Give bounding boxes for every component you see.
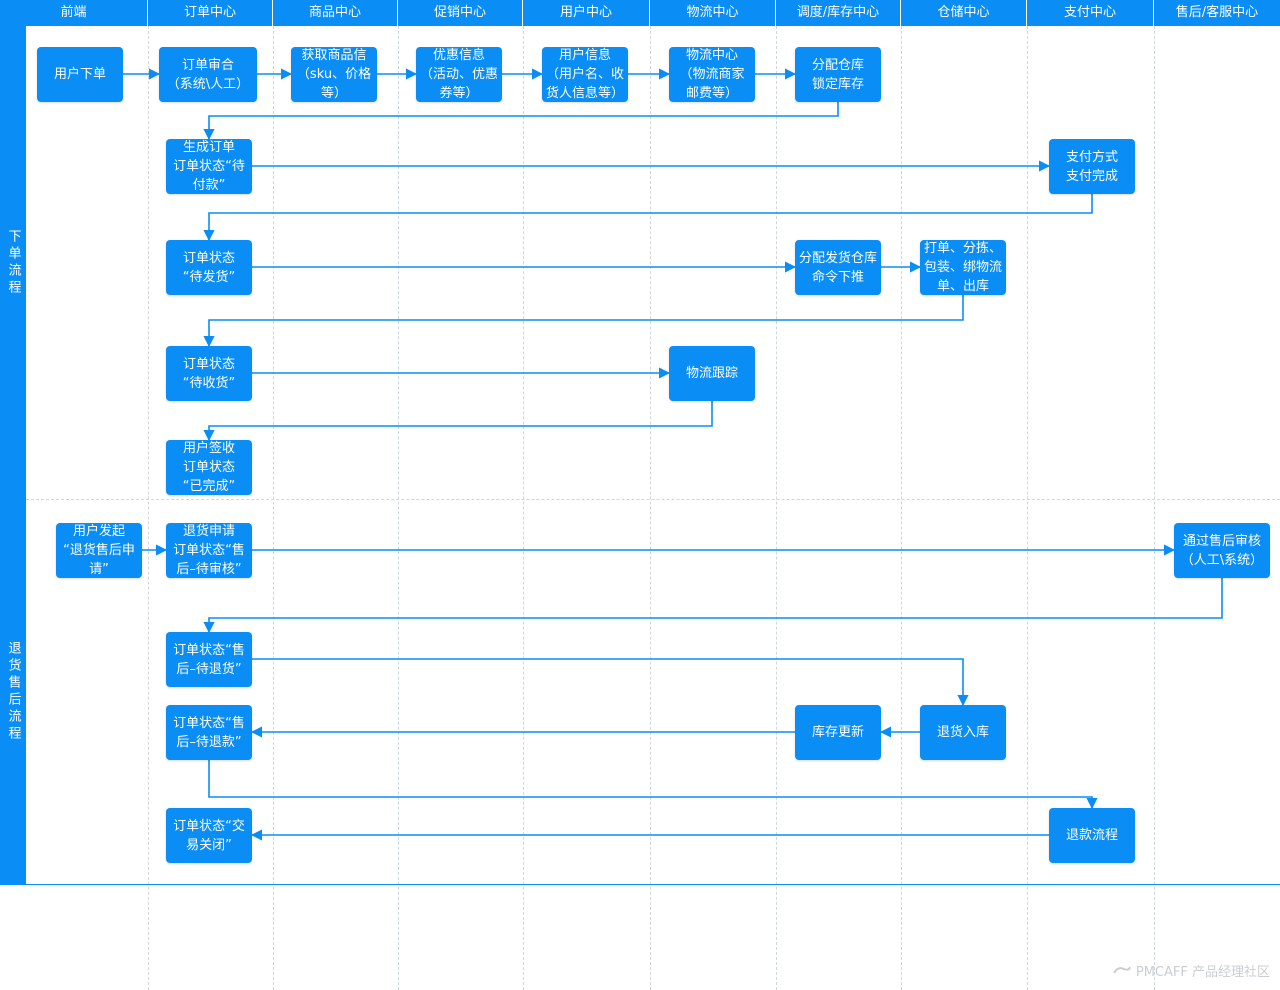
lane-header-logistics: 物流中心: [650, 0, 776, 26]
lane-header-frontend: 前端: [0, 0, 148, 26]
stage-separator: [26, 499, 1280, 500]
lane-divider: [1154, 26, 1155, 990]
watermark: PMCAFF 产品经理社区: [1112, 961, 1270, 980]
node-pick-pack-ship: 打单、分拣、 包装、绑物流 单、出库: [920, 240, 1006, 295]
node-create-order: 生成订单 订单状态“待 付款”: [166, 139, 252, 194]
node-order-completed: 用户签收 订单状态 “已完成”: [166, 440, 252, 495]
watermark-logo-icon: [1113, 966, 1131, 974]
stage-label-return-flow: 退货售后流程: [0, 499, 26, 885]
node-pending-refund: 订单状态“售 后–待退款”: [166, 705, 252, 760]
lane-header-product: 商品中心: [273, 0, 398, 26]
flow-arrow: [252, 658, 969, 707]
stage-bottom-border: [26, 884, 1280, 885]
lane-divider: [523, 26, 524, 990]
lane-header-promo: 促销中心: [398, 0, 523, 26]
flow-arrow: [203, 295, 964, 348]
node-allocate-warehouse: 分配仓库 锁定库存: [795, 47, 881, 102]
node-transaction-closed: 订单状态“交 易关闭”: [166, 808, 252, 863]
node-inventory-update: 库存更新: [795, 705, 881, 760]
node-return-pending-review: 退货申请 订单状态“售 后–待审核”: [166, 523, 252, 578]
lane-divider: [650, 26, 651, 990]
lane-header-order: 订单中心: [148, 0, 273, 26]
stage-label-order-flow: 下单流程: [0, 26, 26, 499]
watermark-text: PMCAFF 产品经理社区: [1135, 965, 1270, 980]
node-logistics-tracking: 物流跟踪: [669, 346, 755, 401]
lane-divider: [273, 26, 274, 990]
node-return-request: 用户发起 “退货售后申 请”: [56, 523, 142, 578]
lane-divider: [776, 26, 777, 990]
lane-header-user: 用户中心: [523, 0, 650, 26]
node-awaiting-shipment: 订单状态 “待发货”: [166, 240, 252, 295]
node-logistics-info: 物流中心 （物流商家 邮费等）: [669, 47, 755, 102]
node-product-info: 获取商品信 （sku、价格 等）: [291, 47, 377, 102]
node-user-place-order: 用户下单: [37, 47, 123, 102]
lane-header-payment: 支付中心: [1027, 0, 1154, 26]
lane-divider: [901, 26, 902, 990]
flow-arrow: [203, 401, 713, 442]
lane-header-dispatch: 调度/库存中心: [776, 0, 901, 26]
lane-divider: [398, 26, 399, 990]
node-refund-process: 退款流程: [1049, 808, 1135, 863]
node-return-restock: 退货入库: [920, 705, 1006, 760]
node-payment: 支付方式 支付完成: [1049, 139, 1135, 194]
lane-header-service: 售后/客服中心: [1154, 0, 1280, 26]
lane-divider: [148, 26, 149, 990]
node-awaiting-receipt: 订单状态 “待收货”: [166, 346, 252, 401]
lane-header-warehouse: 仓储中心: [901, 0, 1027, 26]
node-user-info: 用户信息 （用户名、收 货人信息等）: [542, 47, 628, 102]
flow-arrow: [203, 578, 1223, 634]
node-pending-return: 订单状态“售 后–待退货”: [166, 632, 252, 687]
node-order-review: 订单审合 （系统\人工）: [159, 47, 257, 102]
node-promo-info: 优惠信息 （活动、优惠 券等）: [416, 47, 502, 102]
node-dispatch-command: 分配发货仓库 命令下推: [795, 240, 881, 295]
lane-divider: [1027, 26, 1028, 990]
node-aftersale-approval: 通过售后审核 （人工\系统）: [1174, 523, 1270, 578]
